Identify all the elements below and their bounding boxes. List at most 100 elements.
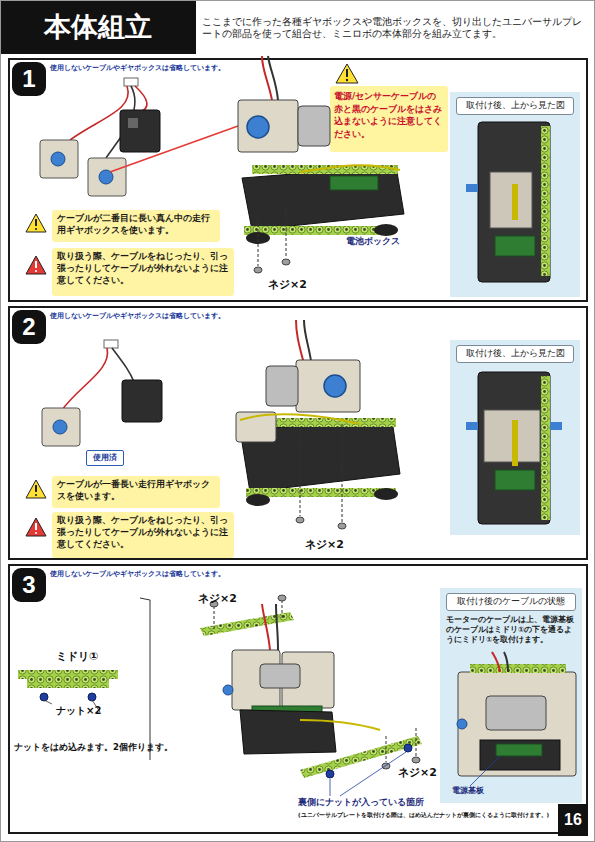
- node-text: 使用しないケーブルやギヤボックスは省略しています。: [50, 311, 225, 321]
- node-text: 取り扱う際、ケーブルをねじったり、引っ張ったりしてケーブルが外れないように注意し…: [57, 251, 229, 287]
- gear-shaft: [247, 116, 269, 138]
- screw: [338, 523, 346, 529]
- caution-icon: [26, 256, 46, 274]
- gearbox: [40, 140, 78, 178]
- red-cable: [70, 86, 128, 140]
- top-view-chassis: [478, 122, 550, 282]
- screw: [412, 757, 420, 763]
- step-number: 2: [12, 310, 46, 344]
- wheel: [246, 494, 270, 506]
- caution-mark: [35, 494, 37, 496]
- gear-shaft: [51, 152, 65, 166]
- caution-mark: [35, 219, 37, 226]
- wheel: [246, 232, 270, 244]
- step-panel: 使用しないケーブルやギヤボックスは省略しています。1電源/センサーケーブルの赤と…: [8, 58, 588, 302]
- guide-line: [342, 424, 343, 522]
- screw: [254, 267, 262, 273]
- pcb: [496, 744, 542, 756]
- part-label: ミドリ①: [56, 650, 126, 664]
- part-label: ネジ×2: [305, 538, 365, 552]
- guide-line: [416, 728, 417, 756]
- node-text: 使用済: [87, 451, 123, 465]
- gearbox: [42, 408, 80, 446]
- gear-shaft: [466, 184, 478, 192]
- caution-box: ケーブルが一番長い走行用ギヤボックスを使います。: [52, 476, 220, 508]
- caution-icon: [26, 518, 46, 536]
- inset-view: 取付け後、上から見た図: [450, 92, 580, 297]
- gear-shaft: [223, 685, 233, 695]
- black-cable: [112, 348, 134, 382]
- leader-line: [44, 700, 52, 704]
- step-number: 1: [12, 62, 46, 96]
- node-text: 1: [12, 62, 46, 96]
- step-panel: 使用しないケーブルやギヤボックスは省略しています。3取付け後のケーブルの状態モー…: [8, 564, 588, 834]
- caution-mark: [35, 261, 37, 268]
- part-label: 電池ボックス: [346, 236, 426, 247]
- cable: [512, 420, 518, 466]
- leader-line: [92, 700, 100, 712]
- node-text: ケーブルが一番長い走行用ギヤボックスを使います。: [57, 479, 215, 503]
- warning-mark: [346, 79, 348, 81]
- gear-shaft: [324, 375, 346, 397]
- step-panel: 使用しないケーブルやギヤボックスは省略しています。 2 使用済ケーブルが一番長い走行…: [8, 306, 588, 560]
- universal-plate: [244, 226, 394, 235]
- gearbox: [282, 652, 334, 708]
- red-cable: [296, 320, 305, 368]
- leader-line: [470, 756, 500, 786]
- nut: [88, 693, 96, 701]
- gear-shaft: [457, 719, 467, 729]
- connector: [104, 340, 118, 348]
- node-text: 電源/センサーケーブルの赤と黒のケーブルをはさみ込まないように注意してください。: [334, 90, 444, 140]
- node-text: 16: [558, 804, 588, 836]
- page-number: 16: [558, 804, 588, 836]
- screw: [282, 259, 290, 265]
- part-label: (ユニバーサルプレートを取付ける際は、はめ込んだナットが裏側にくるように取付けま…: [298, 812, 556, 819]
- wheel: [374, 224, 398, 236]
- bracket: [140, 598, 150, 760]
- battery-box: [480, 740, 560, 770]
- caution-icon: [26, 480, 46, 498]
- part-label: ナット×2: [56, 704, 126, 717]
- universal-plate: [200, 612, 294, 636]
- gearbox: [238, 100, 298, 152]
- gearbox: [88, 158, 126, 196]
- screw: [278, 595, 286, 601]
- part-label: ネジ×2: [268, 278, 328, 292]
- zoom-leader: [110, 126, 238, 172]
- node-text: ケーブルが二番目に長い真ん中の走行用ギヤボックスを使います。: [57, 213, 215, 237]
- cable: [300, 165, 400, 172]
- screw: [210, 601, 218, 607]
- universal-plate: [300, 736, 422, 778]
- inset-view: 取付け後、上から見た図: [450, 340, 580, 535]
- red-cable: [492, 652, 500, 672]
- guide-line: [386, 736, 387, 762]
- part-label: ネジ×2: [198, 592, 258, 606]
- pcb: [252, 706, 322, 732]
- black-cable: [268, 56, 278, 100]
- inset-heading: 取付け後のケーブルの状態: [446, 593, 576, 611]
- inset-heading: 取付け後、上から見た図: [456, 345, 574, 363]
- caution-box: 取り扱う際、ケーブルをねじったり、引っ張ったりしてケーブルが外れないように注意し…: [52, 248, 234, 296]
- black-cable: [304, 320, 312, 368]
- part-label: ネジ×2: [398, 766, 458, 780]
- battery-box: [240, 710, 336, 754]
- battery-box: [240, 420, 400, 492]
- guide-line: [286, 208, 287, 258]
- node-text: 取り扱う際、ケーブルをねじったり、引っ張ったりしてケーブルが外れないように注意し…: [57, 515, 229, 551]
- universal-plate: [252, 165, 398, 174]
- guide-line: [300, 430, 301, 516]
- wheel: [374, 488, 398, 500]
- page-title: 本体組立: [44, 11, 152, 42]
- cable: [512, 184, 518, 220]
- warning-mark: [346, 69, 348, 77]
- battery-box: [242, 166, 404, 230]
- inset-heading: 取付け後、上から見た図: [456, 97, 574, 115]
- universal-plate: [250, 418, 396, 427]
- gear-shaft: [466, 422, 478, 430]
- caution-mark: [35, 228, 37, 230]
- caution-mark: [35, 270, 37, 272]
- connector: [124, 78, 138, 86]
- title-banner: 本体組立: [0, 0, 196, 54]
